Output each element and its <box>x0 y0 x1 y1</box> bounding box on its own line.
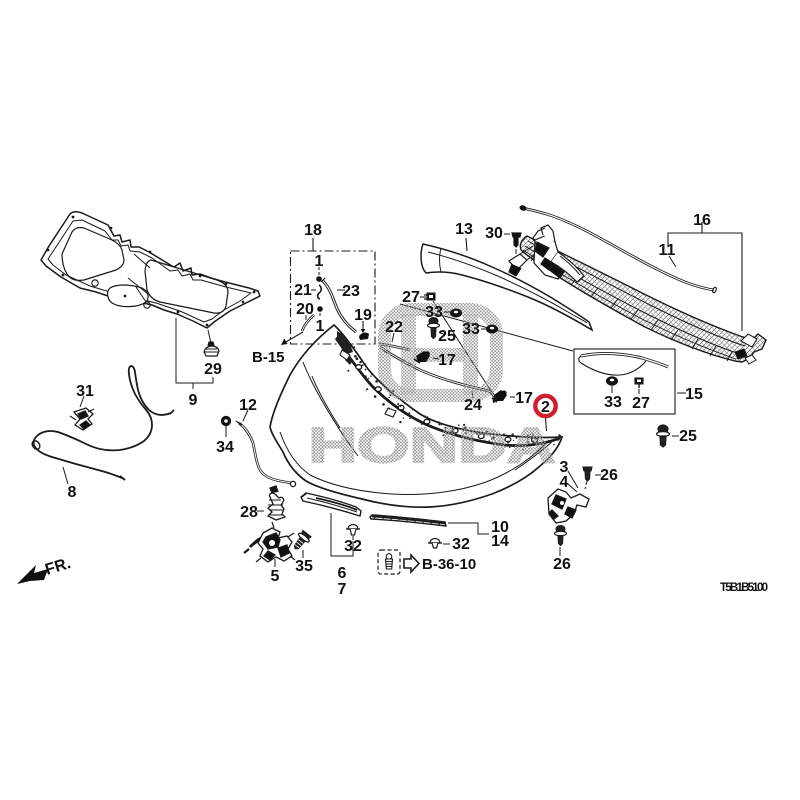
svg-text:33: 33 <box>604 394 622 411</box>
svg-text:14: 14 <box>491 533 509 550</box>
svg-text:15: 15 <box>685 386 703 403</box>
svg-text:2: 2 <box>541 399 550 416</box>
svg-text:4: 4 <box>560 474 569 491</box>
svg-text:32: 32 <box>344 538 362 555</box>
svg-text:21: 21 <box>294 282 312 299</box>
svg-text:6: 6 <box>338 565 347 582</box>
svg-text:12: 12 <box>239 397 257 414</box>
svg-text:33: 33 <box>462 321 480 338</box>
svg-text:29: 29 <box>204 361 222 378</box>
svg-text:11: 11 <box>659 242 676 259</box>
svg-text:9: 9 <box>189 392 198 409</box>
svg-text:23: 23 <box>342 283 360 300</box>
svg-text:1: 1 <box>315 253 324 270</box>
svg-text:7: 7 <box>338 581 347 598</box>
svg-text:16: 16 <box>693 212 711 229</box>
svg-text:5: 5 <box>271 568 280 585</box>
svg-text:20: 20 <box>296 301 314 318</box>
svg-text:27: 27 <box>632 395 650 412</box>
svg-text:26: 26 <box>553 556 571 573</box>
svg-text:25: 25 <box>679 428 697 445</box>
svg-text:30: 30 <box>485 225 503 242</box>
svg-text:3: 3 <box>560 459 569 476</box>
svg-text:33: 33 <box>425 304 443 321</box>
svg-text:32: 32 <box>452 536 470 553</box>
svg-text:1: 1 <box>316 318 325 335</box>
svg-text:27: 27 <box>402 289 420 306</box>
svg-text:22: 22 <box>385 319 403 336</box>
svg-text:8: 8 <box>68 484 77 501</box>
svg-text:10: 10 <box>491 519 509 536</box>
svg-text:B-36-10: B-36-10 <box>422 556 476 573</box>
svg-text:HONDA: HONDA <box>309 419 556 473</box>
svg-text:17: 17 <box>515 390 533 407</box>
svg-text:31: 31 <box>76 383 94 400</box>
svg-text:17: 17 <box>438 352 456 369</box>
svg-text:T5B1B5100: T5B1B5100 <box>720 582 768 594</box>
svg-text:25: 25 <box>438 328 456 345</box>
svg-text:19: 19 <box>354 307 372 324</box>
svg-text:35: 35 <box>295 558 313 575</box>
svg-text:28: 28 <box>240 504 258 521</box>
svg-text:13: 13 <box>455 221 473 238</box>
svg-text:B-15: B-15 <box>252 349 285 366</box>
svg-text:34: 34 <box>216 439 234 456</box>
svg-text:24: 24 <box>464 397 482 414</box>
svg-text:18: 18 <box>304 222 322 239</box>
svg-text:FR.: FR. <box>43 555 73 579</box>
svg-text:26: 26 <box>600 467 618 484</box>
